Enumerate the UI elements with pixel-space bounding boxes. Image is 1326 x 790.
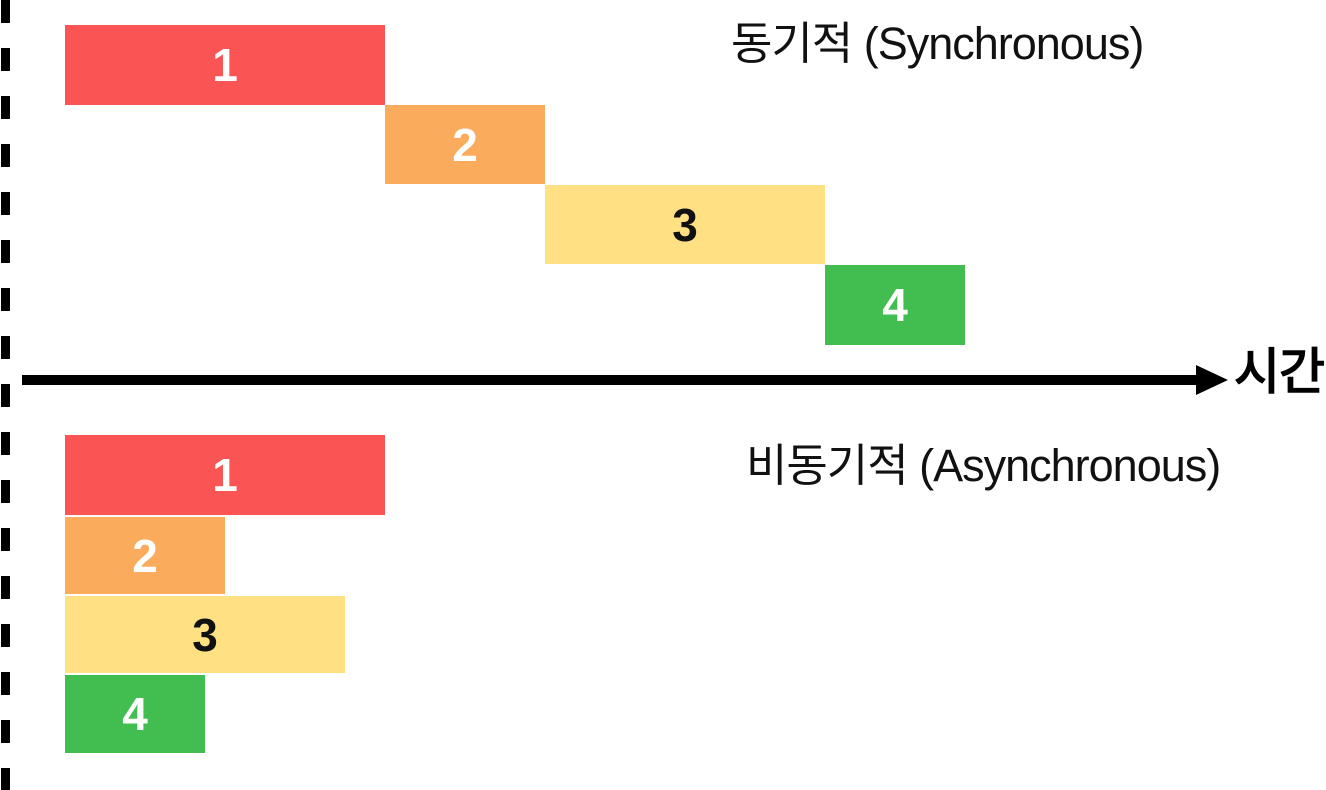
- async-section-title: 비동기적 (Asynchronous): [746, 440, 1221, 491]
- task-bar-label: 4: [882, 279, 908, 331]
- task-bar-label: 3: [672, 198, 698, 251]
- task-bar-async-3: 3: [65, 596, 345, 673]
- task-bar-sync-3: 3: [545, 185, 825, 264]
- task-bar-label: 2: [132, 529, 158, 582]
- task-bar-sync-4: 4: [825, 265, 965, 345]
- task-bar-sync-1: 1: [65, 25, 385, 105]
- time-axis-arrowhead-icon: [1196, 365, 1228, 395]
- task-bar-async-4: 4: [65, 675, 205, 753]
- task-bar-label: 1: [212, 449, 238, 501]
- task-bar-label: 4: [122, 688, 148, 740]
- task-bar-sync-2: 2: [385, 105, 545, 184]
- time-axis-label: 시간: [1234, 344, 1325, 400]
- task-bar-async-1: 1: [65, 435, 385, 515]
- task-bar-label: 2: [452, 118, 478, 171]
- time-axis-line: [22, 375, 1198, 385]
- task-bar-label: 3: [192, 608, 218, 661]
- task-bar-async-2: 2: [65, 517, 225, 594]
- sync-section-title: 동기적 (Synchronous): [731, 18, 1144, 69]
- timeline-start-dashed-line: [1, 0, 10, 790]
- task-bar-label: 1: [212, 39, 238, 91]
